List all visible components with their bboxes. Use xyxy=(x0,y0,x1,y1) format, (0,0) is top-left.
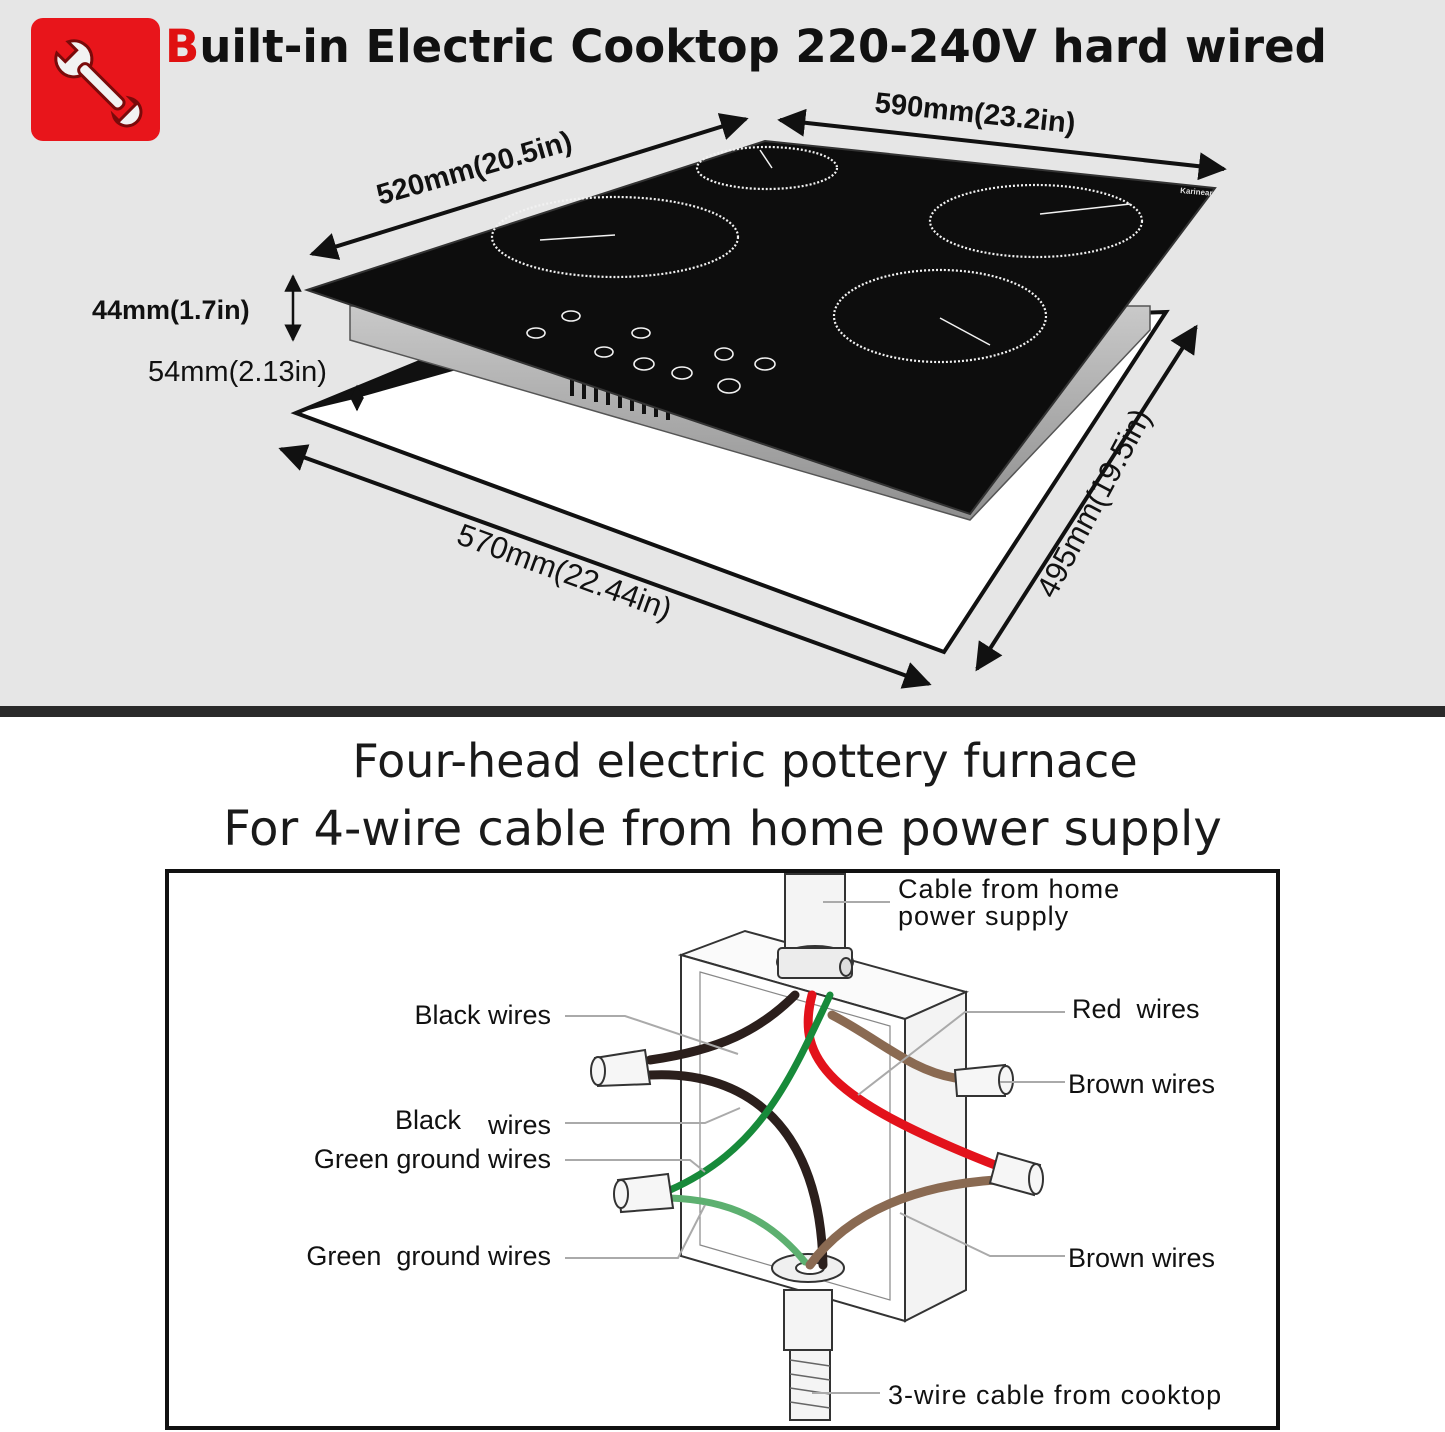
label-green-ground-2: Green ground wires xyxy=(306,1241,551,1271)
brown-wire-1 xyxy=(827,1010,960,1083)
depth-arrow-top xyxy=(309,113,749,260)
width-arrow-top xyxy=(777,108,1227,181)
wire-nut-brown xyxy=(953,1063,1014,1097)
green-wire-2 xyxy=(666,1194,809,1266)
label-cutout-height: 54mm(2.13in) xyxy=(148,356,327,388)
section-divider xyxy=(0,706,1445,717)
label-brown-wires-1: Brown wires xyxy=(1068,1069,1215,1099)
wire-nut-black xyxy=(590,1048,652,1088)
label-brown-wires-2: Brown wires xyxy=(1068,1243,1215,1273)
wrench-icon xyxy=(31,18,160,141)
burner-rear-right xyxy=(928,183,1144,259)
label-red-wires: Red wires xyxy=(1072,994,1200,1024)
burner-front-right xyxy=(832,268,1048,364)
home-power-cable xyxy=(776,873,854,979)
diagram-frame xyxy=(165,869,1280,1430)
touch-control-panel xyxy=(526,310,776,394)
label-cable-cooktop: 3-wire cable from cooktop xyxy=(888,1380,1222,1410)
page-title: Built-in Electric Cooktop 220-240V hard … xyxy=(165,20,1327,73)
label-black-wires-2a: Black xyxy=(395,1105,462,1135)
red-wire xyxy=(803,990,1000,1170)
label-green-ground-1: Green ground wires xyxy=(314,1144,551,1174)
cutout-depth-arrow xyxy=(975,324,1198,672)
label-cable-home-1: Cable from home xyxy=(898,874,1120,904)
label-thickness: 44mm(1.7in) xyxy=(92,295,250,325)
wire-nut-green xyxy=(613,1172,675,1214)
black-wire-1 xyxy=(645,990,800,1065)
title-rest: uilt-in Electric Cooktop 220-240V hard w… xyxy=(199,20,1327,73)
wire-nut-red-brown xyxy=(988,1151,1044,1197)
cutout-width-arrow xyxy=(278,444,932,689)
cooktop-brand: Karinear xyxy=(1180,186,1213,198)
cooktop-dimension-illustration: Karinear 520mm(20.5in) 590mm(23.2in) 44m… xyxy=(92,87,1227,689)
black-wire-2 xyxy=(645,1070,828,1270)
green-wire-1 xyxy=(666,991,834,1194)
label-black-wires-2b: wires xyxy=(487,1110,551,1140)
wiring-subtitle-1: Four-head electric pottery furnace xyxy=(352,734,1138,788)
brown-wire-2 xyxy=(805,1175,1000,1270)
title-first-letter: B xyxy=(165,20,200,73)
leader-lines xyxy=(565,901,1065,1394)
label-cable-home-2: power supply xyxy=(898,901,1069,931)
cooktop-cable xyxy=(771,1253,845,1421)
label-black-wires-1: Black wires xyxy=(414,1000,551,1030)
wiring-subtitle-2: For 4-wire cable from home power supply xyxy=(223,801,1222,857)
